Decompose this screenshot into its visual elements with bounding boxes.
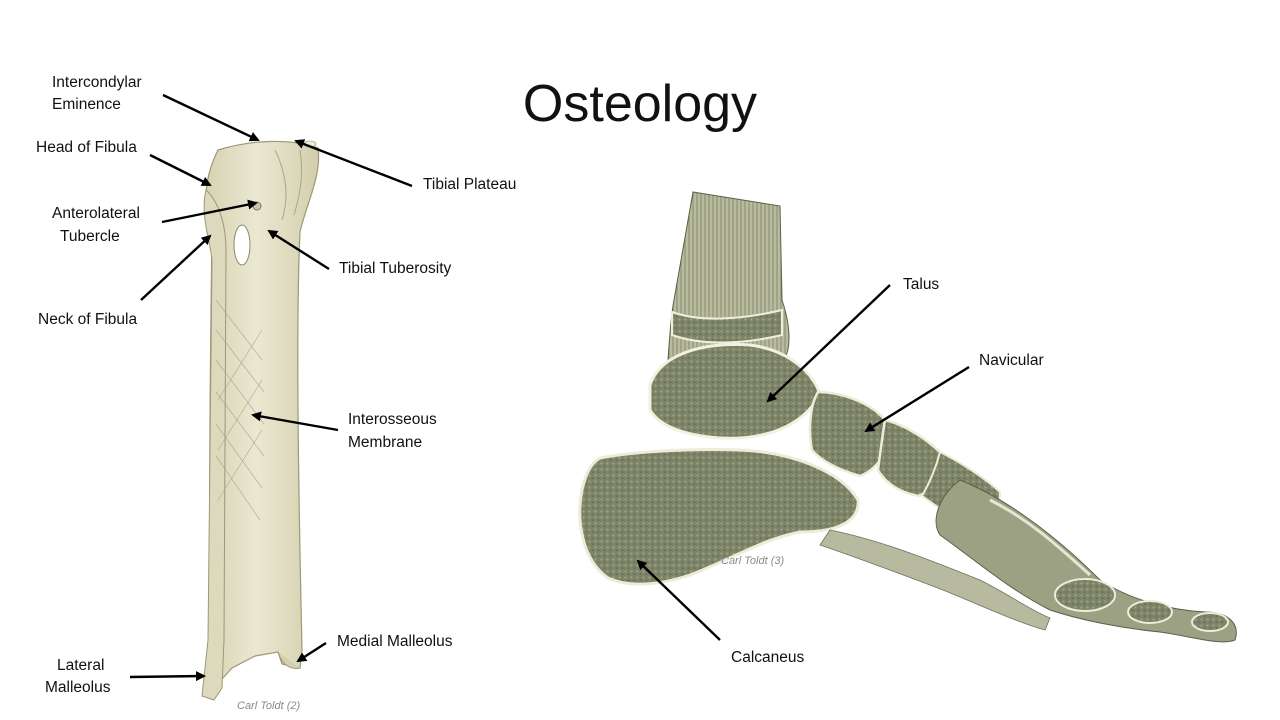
label-calcaneus: Calcaneus xyxy=(731,649,805,666)
label-anterolateral-line1: Anterolateral xyxy=(52,205,140,222)
label-lateral-malleolus-line2: Malleolus xyxy=(45,679,111,696)
label-anterolateral-line2: Tubercle xyxy=(60,228,120,245)
label-head-of-fibula: Head of Fibula xyxy=(36,139,137,156)
image-credit-right: Carl Toldt (3) xyxy=(721,555,785,567)
label-talus: Talus xyxy=(903,276,940,293)
label-intercondylar-line1: Intercondylar xyxy=(52,74,142,91)
label-interosseous-line1: Interosseous xyxy=(348,411,437,428)
label-medial-malleolus: Medial Malleolus xyxy=(337,633,453,650)
foot-section-drawing xyxy=(578,191,1237,643)
label-neck-of-fibula: Neck of Fibula xyxy=(38,311,138,328)
label-interosseous-line2: Membrane xyxy=(348,434,423,451)
label-intercondylar-line2: Eminence xyxy=(52,96,121,113)
label-tibial-tuberosity: Tibial Tuberosity xyxy=(339,260,452,277)
right-leader-lines xyxy=(636,284,970,641)
label-tibial-plateau: Tibial Plateau xyxy=(423,176,517,193)
label-lateral-malleolus-line1: Lateral xyxy=(57,657,105,674)
image-credit-left: Carl Toldt (2) xyxy=(237,700,301,712)
tibia-fibula-drawing xyxy=(201,140,320,701)
label-navicular: Navicular xyxy=(979,352,1044,369)
left-leader-lines xyxy=(129,93,413,682)
slide-title: Osteology xyxy=(522,75,758,133)
